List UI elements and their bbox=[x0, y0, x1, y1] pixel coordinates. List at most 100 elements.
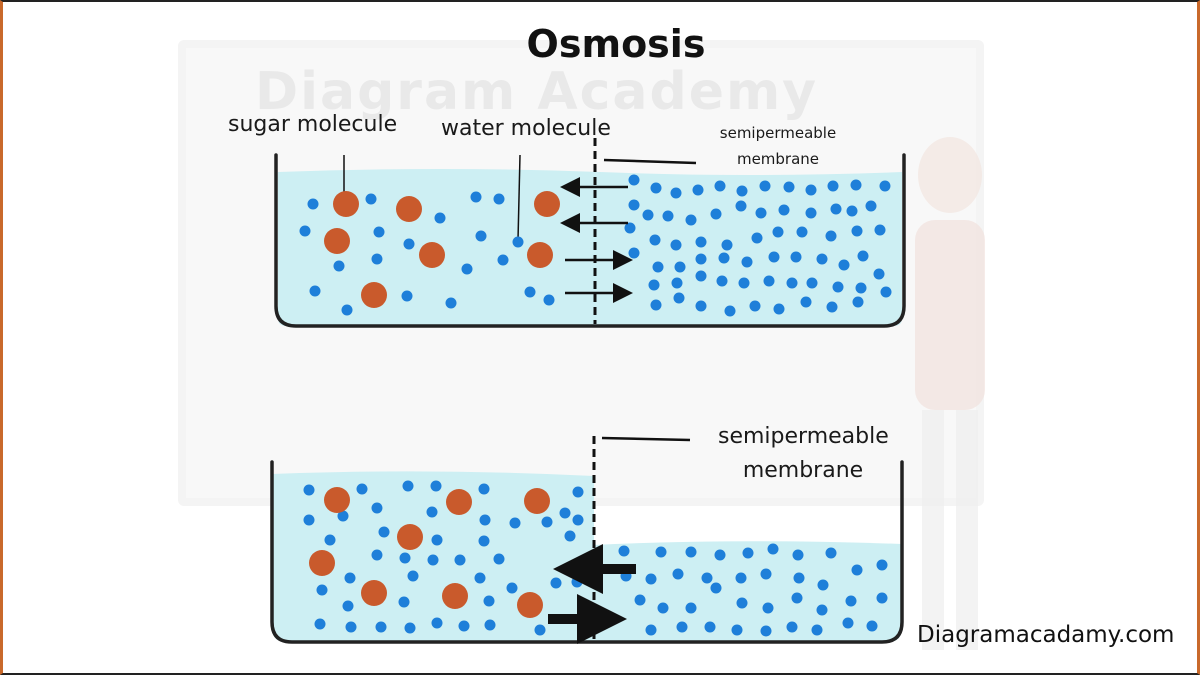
water-molecule bbox=[365, 193, 377, 205]
water-molecule bbox=[454, 554, 466, 566]
water-molecule bbox=[564, 530, 576, 542]
sugar-molecule bbox=[324, 487, 350, 513]
water-molecule bbox=[628, 247, 640, 259]
water-fill-bottom-right bbox=[594, 541, 902, 642]
water-molecule bbox=[509, 517, 521, 529]
water-molecule bbox=[474, 572, 486, 584]
water-molecule bbox=[738, 277, 750, 289]
water-molecule bbox=[760, 625, 772, 637]
water-molecule bbox=[755, 207, 767, 219]
water-molecule bbox=[865, 200, 877, 212]
water-molecule bbox=[624, 222, 636, 234]
water-molecule bbox=[760, 568, 772, 580]
diagram-title: Osmosis bbox=[526, 22, 706, 66]
water-molecule bbox=[461, 263, 473, 275]
beaker-top bbox=[274, 138, 906, 328]
sugar-molecule bbox=[333, 191, 359, 217]
water-molecule bbox=[704, 621, 716, 633]
water-molecule bbox=[618, 545, 630, 557]
water-molecule bbox=[478, 535, 490, 547]
sugar-molecules-top bbox=[324, 191, 560, 308]
water-molecule bbox=[873, 268, 885, 280]
water-molecule bbox=[434, 212, 446, 224]
water-molecule bbox=[695, 270, 707, 282]
water-molecule bbox=[371, 253, 383, 265]
water-molecules-bottom bbox=[303, 480, 888, 637]
water-molecule bbox=[655, 546, 667, 558]
water-molecule bbox=[735, 200, 747, 212]
water-molecule bbox=[714, 549, 726, 561]
water-molecule bbox=[402, 480, 414, 492]
water-molecule bbox=[790, 251, 802, 263]
sugar-molecule bbox=[396, 196, 422, 222]
water-molecule bbox=[470, 191, 482, 203]
water-molecule bbox=[475, 230, 487, 242]
water-molecule bbox=[786, 621, 798, 633]
water-molecule bbox=[479, 514, 491, 526]
water-molecule bbox=[716, 275, 728, 287]
water-molecule bbox=[324, 534, 336, 546]
water-molecule bbox=[431, 617, 443, 629]
water-molecule bbox=[670, 187, 682, 199]
water-molecule bbox=[692, 184, 704, 196]
water-molecule bbox=[736, 597, 748, 609]
water-molecule bbox=[685, 602, 697, 614]
water-molecule bbox=[303, 514, 315, 526]
membrane-label-top: semipermeable membrane bbox=[719, 124, 837, 168]
water-molecules-top bbox=[299, 174, 892, 317]
membrane-leader-bottom bbox=[601, 436, 691, 442]
water-molecule bbox=[672, 568, 684, 580]
water-molecule-label: water molecule bbox=[441, 116, 611, 141]
water-molecule bbox=[431, 534, 443, 546]
water-leader-line bbox=[517, 154, 521, 241]
sugar-molecule bbox=[527, 242, 553, 268]
water-molecule bbox=[571, 576, 583, 588]
water-molecule bbox=[759, 180, 771, 192]
water-molecule bbox=[816, 253, 828, 265]
water-molecule bbox=[673, 292, 685, 304]
water-molecule bbox=[478, 483, 490, 495]
water-molecule bbox=[309, 285, 321, 297]
water-molecule bbox=[857, 250, 869, 262]
water-molecule bbox=[710, 582, 722, 594]
water-molecule bbox=[876, 592, 888, 604]
water-molecule bbox=[796, 226, 808, 238]
sugar-molecules-bottom bbox=[309, 487, 550, 618]
water-molecule bbox=[628, 174, 640, 186]
water-molecule bbox=[398, 596, 410, 608]
sugar-molecule bbox=[324, 228, 350, 254]
container-top bbox=[274, 153, 906, 328]
sugar-molecule bbox=[442, 583, 468, 609]
water-molecule bbox=[344, 572, 356, 584]
water-molecule bbox=[710, 208, 722, 220]
water-molecule bbox=[649, 234, 661, 246]
water-molecule bbox=[534, 624, 546, 636]
water-molecule bbox=[845, 595, 857, 607]
water-molecule bbox=[650, 299, 662, 311]
water-molecule bbox=[378, 526, 390, 538]
water-molecule bbox=[299, 225, 311, 237]
water-molecule bbox=[817, 579, 829, 591]
water-molecule bbox=[876, 559, 888, 571]
water-molecule bbox=[303, 484, 315, 496]
water-molecule bbox=[458, 620, 470, 632]
water-molecule bbox=[426, 506, 438, 518]
water-molecule bbox=[373, 226, 385, 238]
water-molecule bbox=[572, 486, 584, 498]
sugar-molecule bbox=[446, 489, 472, 515]
water-molecule bbox=[806, 277, 818, 289]
water-molecule bbox=[731, 624, 743, 636]
water-molecule bbox=[341, 304, 353, 316]
water-molecule bbox=[735, 572, 747, 584]
water-molecule bbox=[792, 549, 804, 561]
water-molecule bbox=[783, 181, 795, 193]
water-molecule bbox=[645, 624, 657, 636]
water-molecule bbox=[430, 480, 442, 492]
water-molecule bbox=[695, 253, 707, 265]
sugar-molecule bbox=[361, 282, 387, 308]
water-molecule bbox=[695, 300, 707, 312]
water-molecule bbox=[399, 552, 411, 564]
water-molecule bbox=[662, 210, 674, 222]
